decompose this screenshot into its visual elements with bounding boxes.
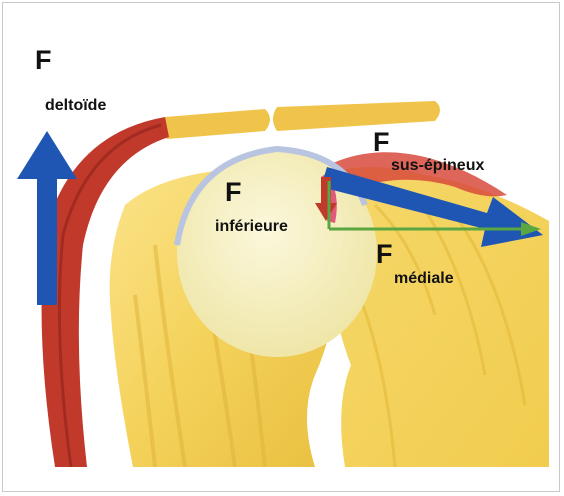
medial-force-label: médiale bbox=[394, 271, 454, 287]
deltoid-force-label: deltoïde bbox=[45, 98, 106, 114]
shoulder-illustration bbox=[15, 75, 549, 467]
inferior-force-symbol: F bbox=[225, 179, 242, 206]
inferior-force-label: inférieure bbox=[215, 219, 288, 235]
acromion bbox=[161, 109, 270, 139]
deltoid-force-symbol: F bbox=[35, 47, 52, 74]
figure-frame: F deltoïde F sus-épineux F inférieure F … bbox=[2, 2, 560, 492]
medial-force-symbol: F bbox=[376, 241, 393, 268]
supraspinatus-force-symbol: F bbox=[373, 129, 390, 156]
supraspinatus-force-label: sus-épineux bbox=[391, 158, 484, 174]
shoulder-drawing bbox=[15, 75, 549, 467]
